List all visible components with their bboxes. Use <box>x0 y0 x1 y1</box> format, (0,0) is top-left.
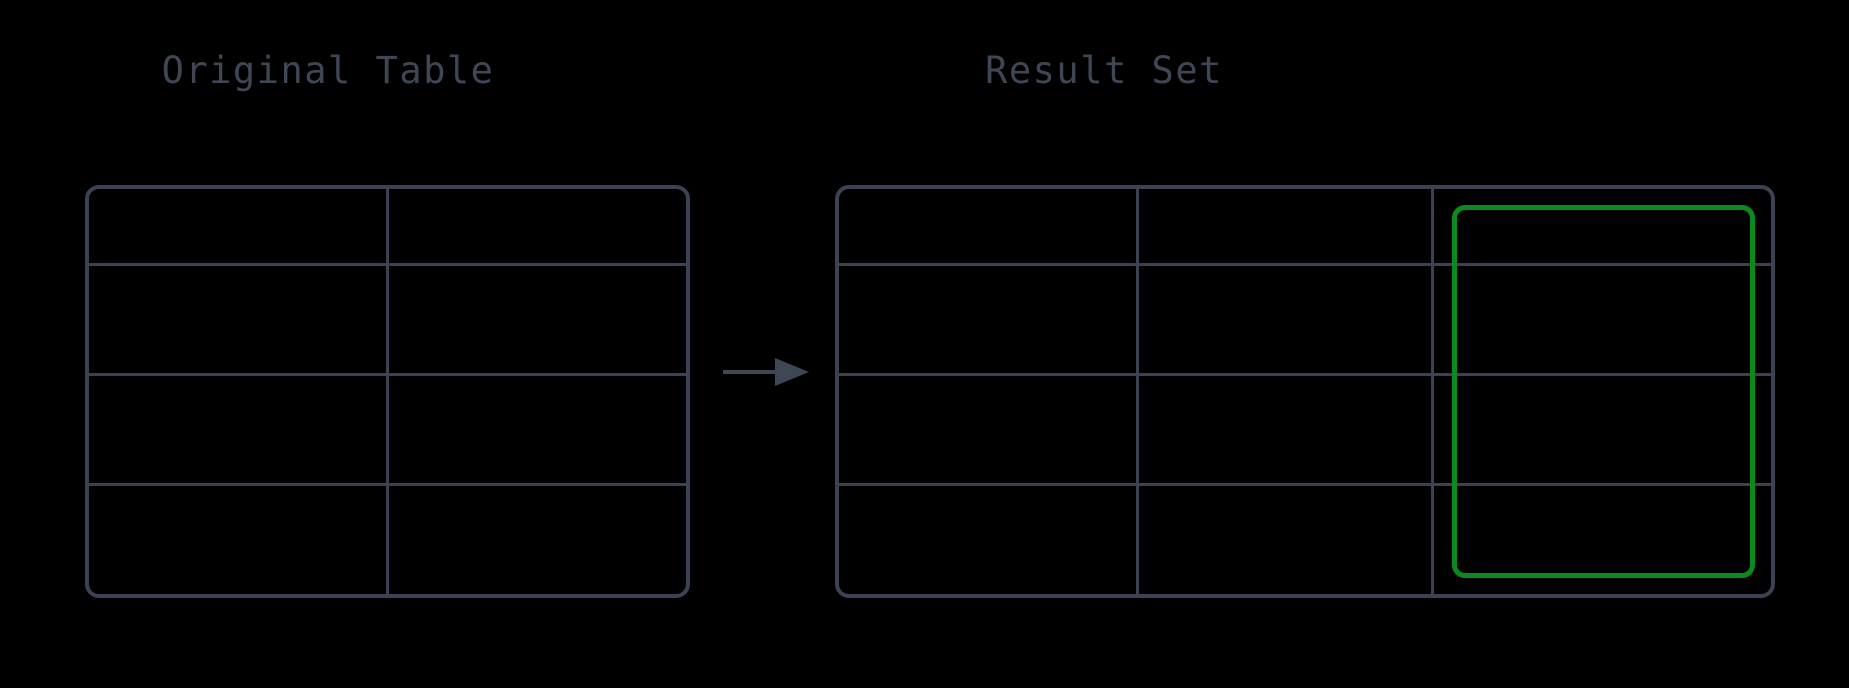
table-cell <box>89 376 389 483</box>
table-cell <box>89 266 389 373</box>
table-cell <box>1139 189 1434 263</box>
table-cell <box>839 486 1139 594</box>
table-cell <box>389 189 686 263</box>
table-row <box>839 189 1771 266</box>
table-row <box>839 376 1771 486</box>
table-row <box>89 266 686 376</box>
table-cell <box>389 266 686 373</box>
result-set-table[interactable] <box>835 185 1775 598</box>
table-cell-highlighted <box>1434 376 1771 483</box>
table-cell <box>389 376 686 483</box>
table-cell <box>839 376 1139 483</box>
table-row <box>89 486 686 594</box>
table-row <box>839 266 1771 376</box>
table-cell <box>89 486 389 594</box>
table-cell <box>389 486 686 594</box>
table-row <box>89 376 686 486</box>
table-cell <box>839 189 1139 263</box>
table-cell-highlighted <box>1434 189 1771 263</box>
table-cell <box>89 189 389 263</box>
table-cell-highlighted <box>1434 486 1771 594</box>
table-cell <box>1139 486 1434 594</box>
table-cell-highlighted <box>1434 266 1771 373</box>
table-cell <box>1139 376 1434 483</box>
arrow-right-icon <box>723 358 809 386</box>
table-cell <box>839 266 1139 373</box>
table-row <box>89 189 686 266</box>
original-table[interactable] <box>85 185 690 598</box>
source-table-caption: Original Table <box>161 49 495 92</box>
table-row <box>839 486 1771 594</box>
table-cell <box>1139 266 1434 373</box>
result-table-caption: Result Set <box>985 49 1223 92</box>
